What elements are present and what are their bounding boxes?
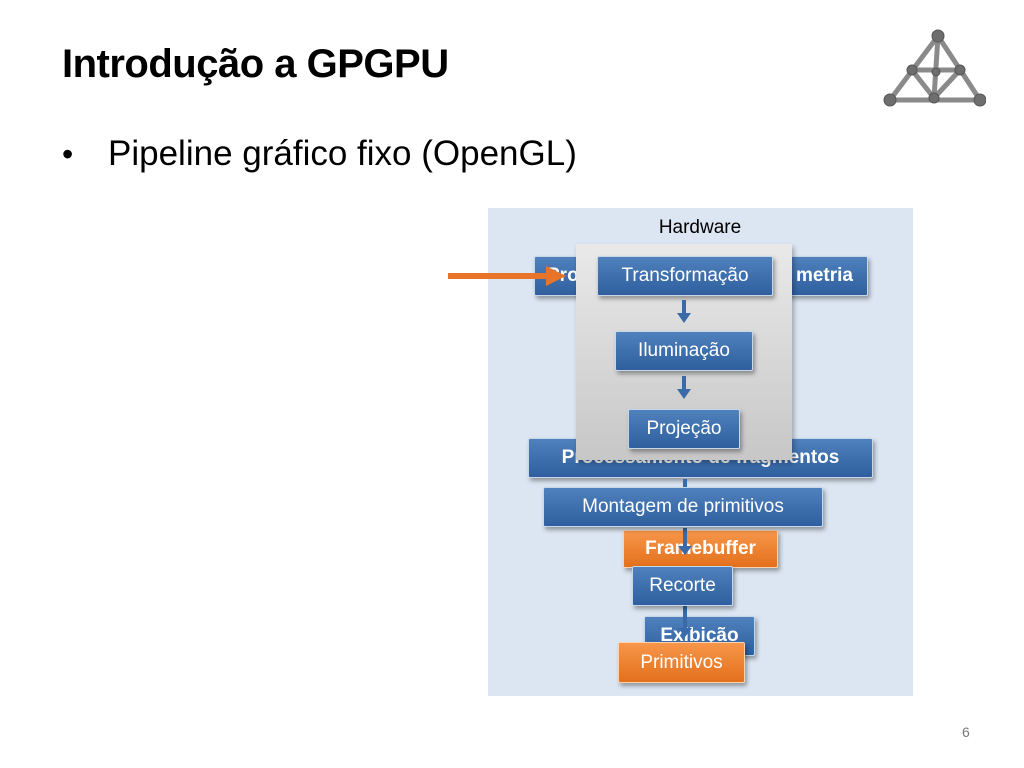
lighting-box: Iluminação: [615, 331, 753, 371]
page-number: 6: [962, 724, 970, 740]
truss-pyramid-logo-icon: [883, 29, 986, 107]
clipping-box: Recorte: [632, 566, 733, 606]
bullet-dot: •: [62, 135, 74, 172]
bullet-text: Pipeline gráfico fixo (OpenGL): [108, 134, 577, 173]
input-arrow-icon: [448, 266, 566, 286]
bullet-item: • Pipeline gráfico fixo (OpenGL): [62, 134, 577, 174]
down-arrow-icon: [678, 606, 692, 637]
framebuffer-box: Framebuffer: [623, 530, 778, 568]
down-arrow-icon: [678, 528, 692, 555]
primitive-assembly-box: Montagem de primitivos: [543, 487, 823, 527]
vertex-processing-label-right: metria: [795, 265, 853, 286]
down-arrow-icon: [683, 479, 687, 491]
slide-title: Introdução a GPGPU: [62, 42, 449, 86]
primitives-box: Primitivos: [618, 642, 745, 683]
projection-box: Projeção: [628, 409, 740, 449]
hardware-label: Hardware: [658, 217, 742, 238]
transform-box: Transformação: [597, 256, 773, 296]
down-arrow-icon: [677, 376, 691, 399]
down-arrow-icon: [677, 300, 691, 323]
